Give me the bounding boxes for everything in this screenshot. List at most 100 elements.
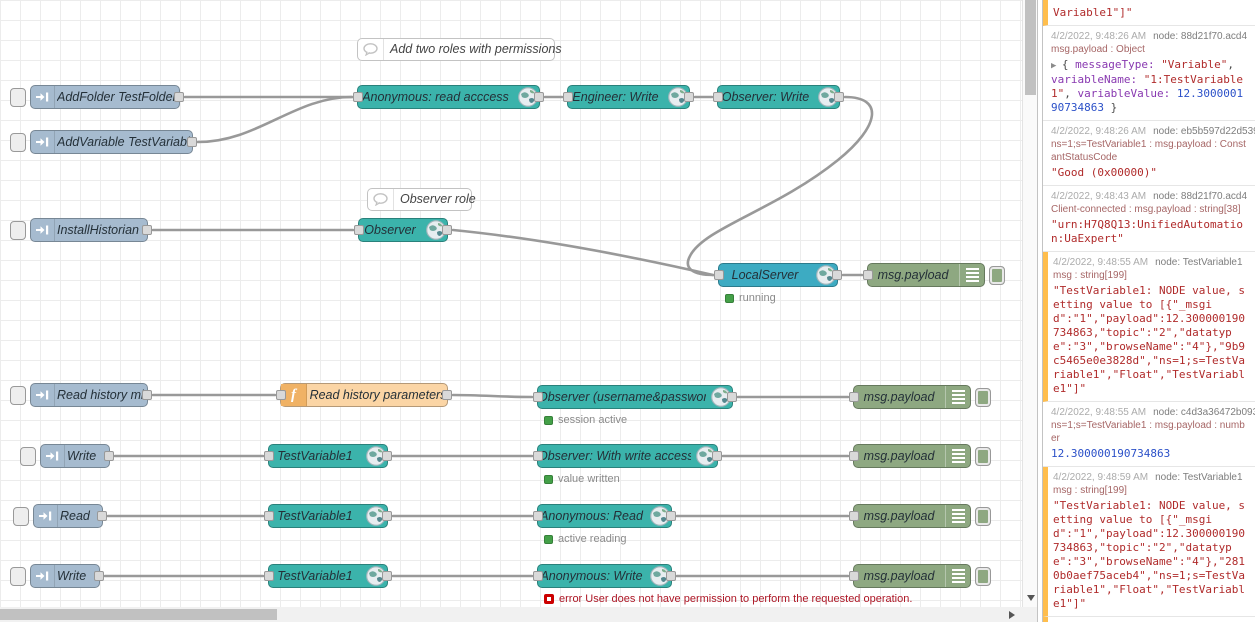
input-port[interactable]: [533, 511, 543, 521]
input-port[interactable]: [849, 451, 859, 461]
output-port[interactable]: [104, 451, 114, 461]
output-port[interactable]: [832, 270, 842, 280]
input-port[interactable]: [264, 511, 274, 521]
output-port[interactable]: [382, 451, 392, 461]
input-port[interactable]: [849, 511, 859, 521]
inject-button[interactable]: [13, 507, 29, 526]
inject-node-addfolder[interactable]: AddFolder TestFolder: [10, 85, 184, 109]
debug-toggle-button[interactable]: [975, 507, 991, 526]
output-port[interactable]: [174, 92, 184, 102]
output-port[interactable]: [442, 390, 452, 400]
output-port[interactable]: [187, 137, 197, 147]
input-port[interactable]: [264, 451, 274, 461]
wire[interactable]: [686, 95, 874, 277]
output-port[interactable]: [834, 92, 844, 102]
debug-message[interactable]: Variable1"]": [1043, 0, 1255, 26]
input-port[interactable]: [533, 571, 543, 581]
horizontal-scrollbar[interactable]: [0, 607, 1037, 622]
opcua-node-observer[interactable]: Observer: [354, 218, 452, 242]
sidebar-divider[interactable]: [1037, 0, 1043, 622]
opcua-node-testvariable1-b[interactable]: TestVariable1: [264, 504, 392, 528]
comment-node-observer-role[interactable]: Observer role: [367, 188, 476, 211]
opcua-node-engineer-write[interactable]: Engineer: Write: [563, 85, 694, 109]
opcua-node-anonymous-read-access[interactable]: Anonymous: read acccess: [353, 85, 544, 109]
debug-message-content[interactable]: "TestVariable1: NODE value, setting valu…: [1053, 499, 1247, 611]
output-port[interactable]: [666, 571, 676, 581]
scroll-right-arrow-icon[interactable]: [1009, 611, 1015, 619]
input-port[interactable]: [563, 92, 573, 102]
inject-button[interactable]: [10, 88, 26, 107]
opcua-node-observer-username-password[interactable]: Observer (username&password)session acti…: [533, 385, 737, 426]
wire[interactable]: [451, 228, 715, 277]
opcua-node-testvariable1-a[interactable]: TestVariable1: [264, 444, 392, 468]
input-port[interactable]: [849, 571, 859, 581]
opcua-node-observer-write[interactable]: Observer: Write: [713, 85, 844, 109]
inject-node-installhistorian[interactable]: InstallHistorian: [10, 218, 152, 242]
debug-message-content[interactable]: 12.300000190734863: [1051, 447, 1247, 461]
inject-button[interactable]: [10, 567, 26, 586]
debug-message-content[interactable]: "TestVariable1: NODE value, setting valu…: [1053, 284, 1247, 396]
horizontal-scrollbar-thumb[interactable]: [0, 609, 277, 620]
debug-toggle-button[interactable]: [975, 567, 991, 586]
input-port[interactable]: [863, 270, 873, 280]
output-port[interactable]: [97, 511, 107, 521]
comment-node-add-two-roles[interactable]: Add two roles with permissions: [357, 38, 562, 61]
opcua-node-testvariable1-c[interactable]: TestVariable1: [264, 564, 392, 588]
output-port[interactable]: [94, 571, 104, 581]
debug-node-msg-payload-1[interactable]: msg.payload: [863, 263, 1005, 287]
debug-node-msg-payload-4[interactable]: msg.payload: [849, 504, 991, 528]
debug-message-content[interactable]: Variable1"]": [1053, 6, 1247, 20]
debug-toggle-button[interactable]: [975, 388, 991, 407]
input-port[interactable]: [533, 451, 543, 461]
inject-button[interactable]: [10, 133, 26, 152]
input-port[interactable]: [849, 392, 859, 402]
inject-node-write-2[interactable]: Write: [10, 564, 104, 588]
output-port[interactable]: [712, 451, 722, 461]
vertical-scrollbar[interactable]: [1022, 0, 1037, 607]
inject-button[interactable]: [10, 386, 26, 405]
output-port[interactable]: [666, 511, 676, 521]
debug-node-msg-payload-3[interactable]: msg.payload: [849, 444, 991, 468]
inject-node-read[interactable]: Read: [13, 504, 107, 528]
input-port[interactable]: [713, 92, 723, 102]
input-port[interactable]: [354, 225, 364, 235]
debug-node-msg-payload-2[interactable]: msg.payload: [849, 385, 991, 409]
output-port[interactable]: [142, 225, 152, 235]
output-port[interactable]: [684, 92, 694, 102]
debug-message-content[interactable]: "urn:H7Q8Q13:UnifiedAutomation:UaExpert": [1051, 218, 1247, 246]
output-port[interactable]: [142, 390, 152, 400]
input-port[interactable]: [533, 392, 543, 402]
debug-toggle-button[interactable]: [989, 266, 1005, 285]
wire[interactable]: [196, 95, 354, 144]
inject-button[interactable]: [20, 447, 36, 466]
inject-node-addvariable[interactable]: AddVariable TestVariable1: [10, 130, 197, 154]
output-port[interactable]: [382, 511, 392, 521]
debug-node-msg-payload-5[interactable]: msg.payload: [849, 564, 991, 588]
output-port[interactable]: [727, 392, 737, 402]
wire[interactable]: [451, 393, 534, 399]
scroll-down-arrow-icon[interactable]: [1027, 595, 1035, 601]
inject-button[interactable]: [10, 221, 26, 240]
debug-toggle-button[interactable]: [975, 447, 991, 466]
inject-node-read-history-min[interactable]: Read history min: [10, 383, 152, 407]
debug-message-content[interactable]: "Good (0x00000)": [1051, 166, 1247, 180]
input-port[interactable]: [714, 270, 724, 280]
inject-node-write-1[interactable]: Write: [20, 444, 114, 468]
vertical-scrollbar-thumb[interactable]: [1025, 0, 1036, 95]
output-port[interactable]: [534, 92, 544, 102]
input-port[interactable]: [264, 571, 274, 581]
input-port[interactable]: [276, 390, 286, 400]
output-port[interactable]: [442, 225, 452, 235]
debug-message-content[interactable]: ▶ { messageType: "Variable", variableNam…: [1051, 58, 1247, 115]
